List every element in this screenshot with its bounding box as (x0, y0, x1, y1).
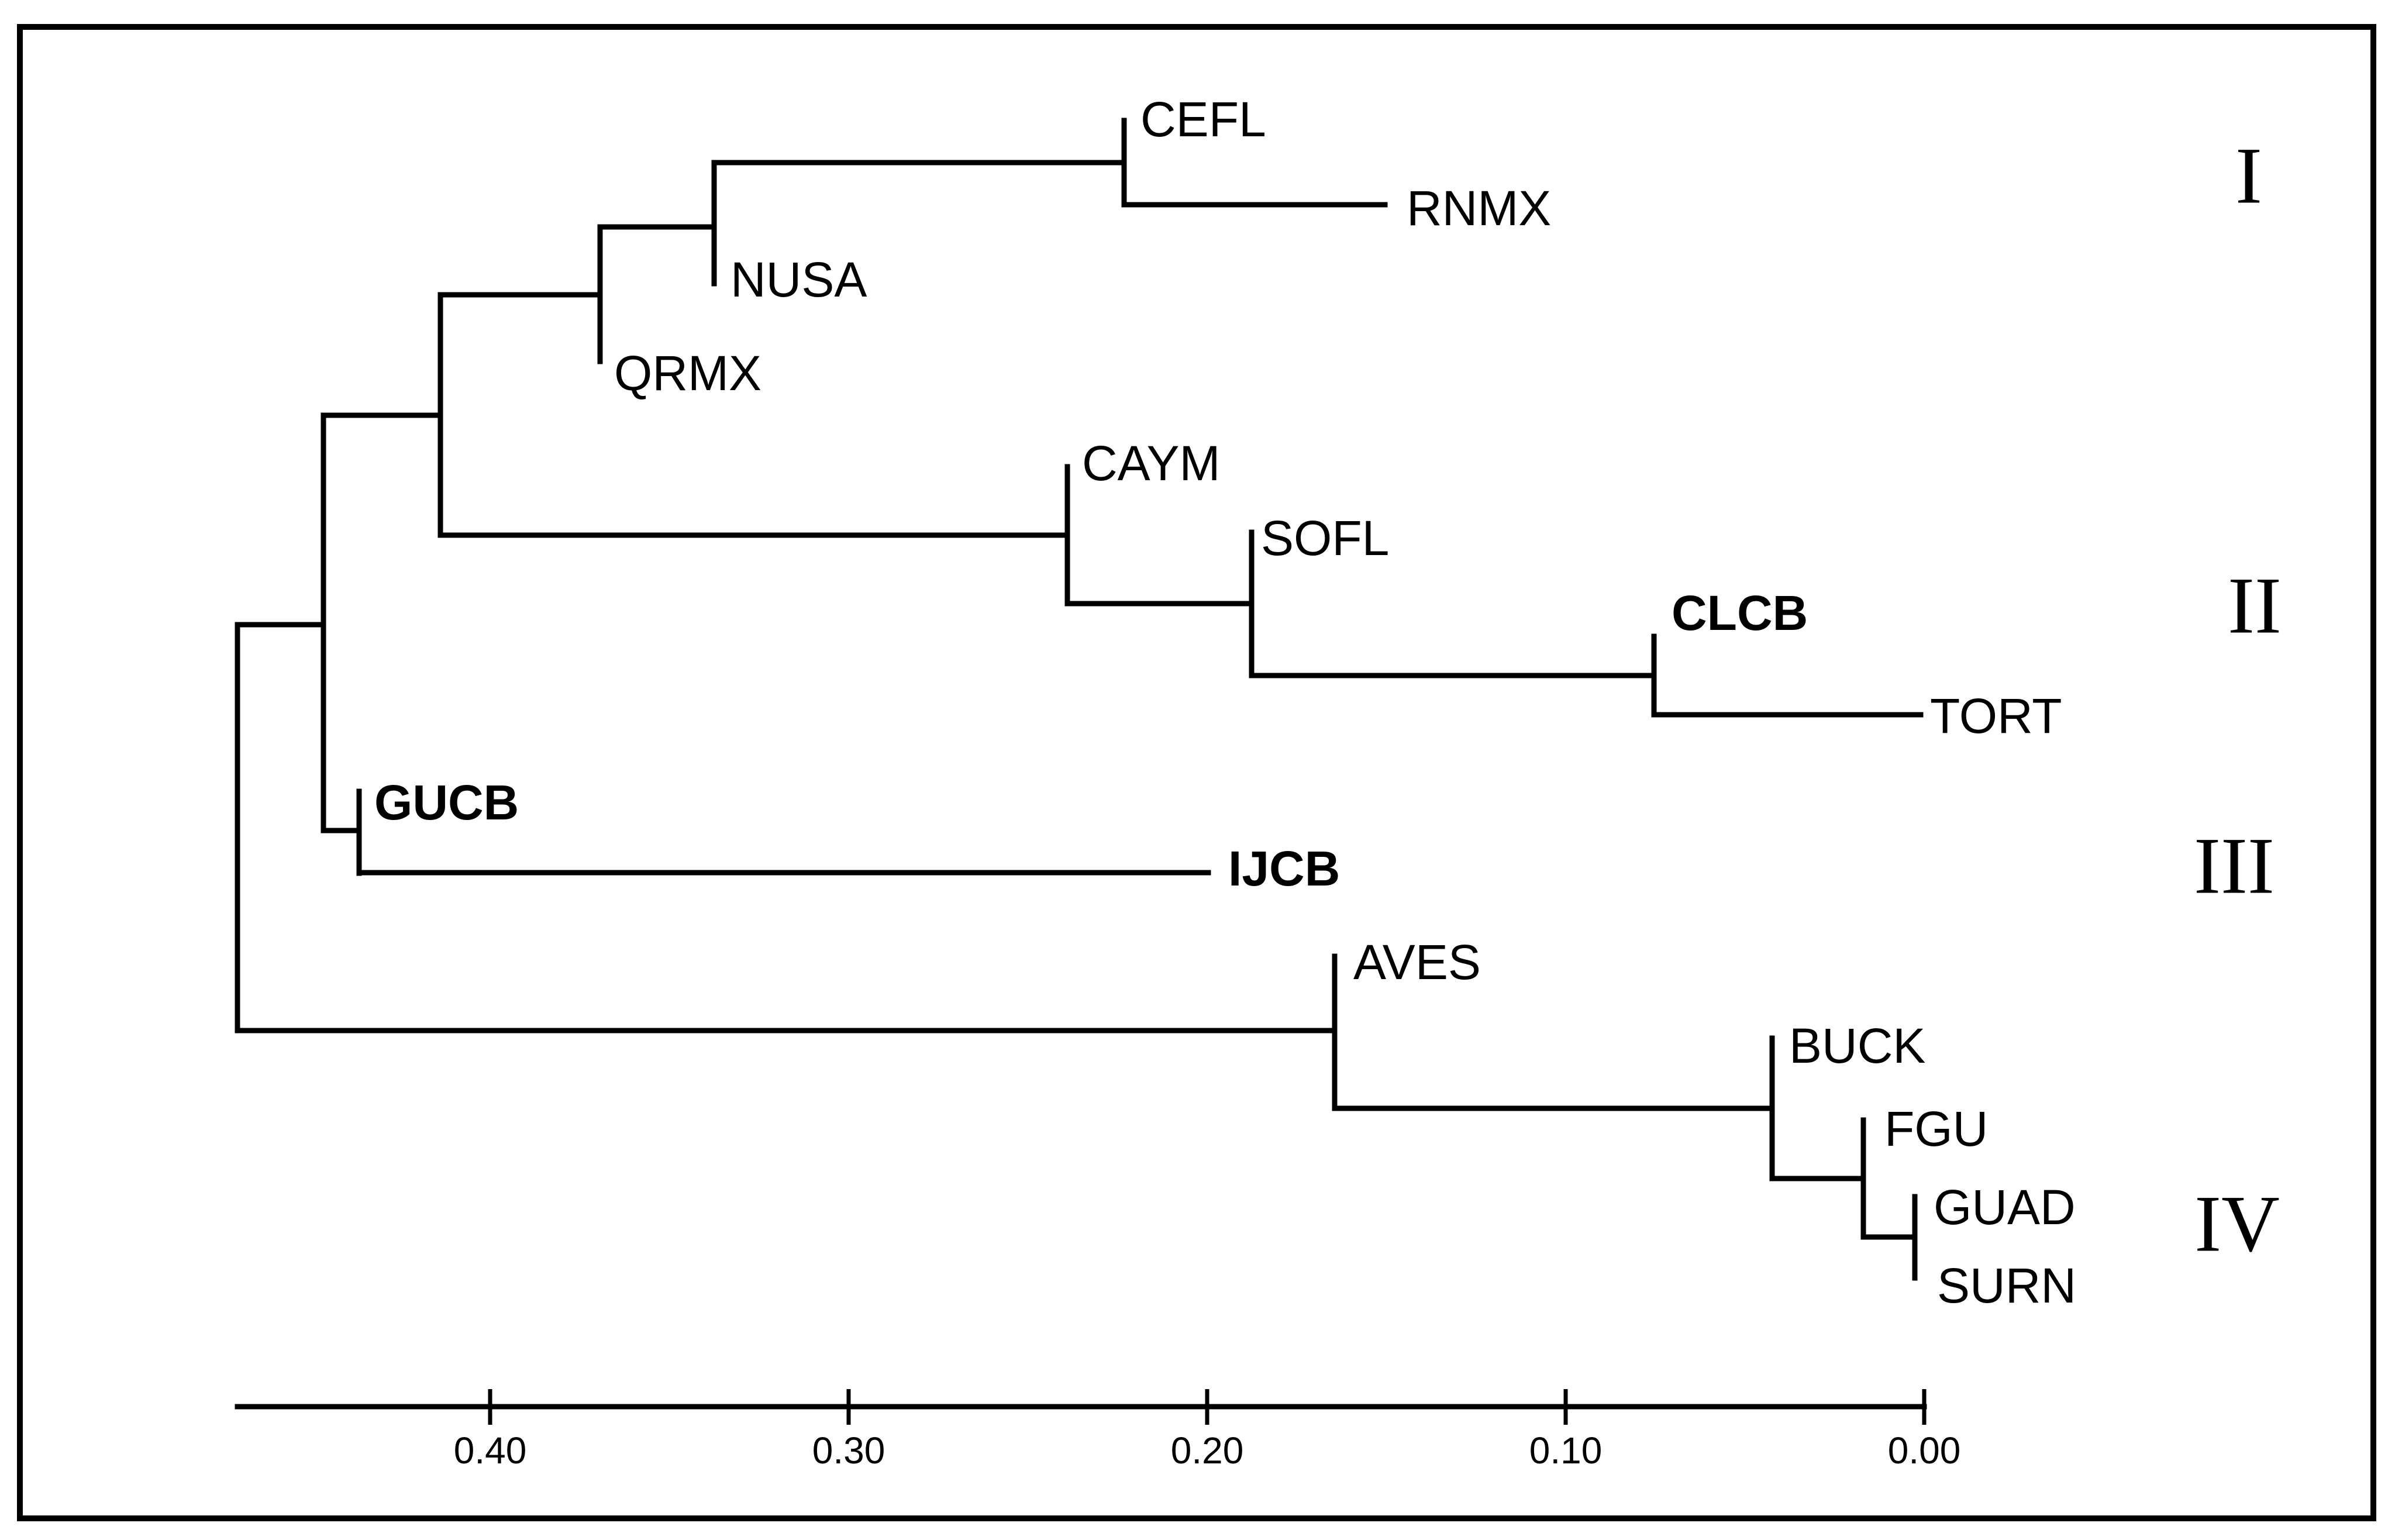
tip-label-RNMX: RNMX (1407, 181, 1551, 236)
scale-bar-layer: 0.40 0.30 0.20 0.10 0.00 (235, 1389, 1961, 1472)
tip-label-CEFL: CEFL (1140, 92, 1266, 147)
tip-label-AVES: AVES (1353, 935, 1481, 990)
figure-border (17, 24, 2376, 1521)
tip-label-NUSA: NUSA (730, 252, 867, 307)
tip-labels-layer: CEFL RNMX NUSA QRMX CAYM SOFL CLCB TORT GUCB IJCB… (374, 92, 2076, 1313)
scale-tick-label-0.30: 0.30 (812, 1429, 885, 1472)
tree-branches-layer (235, 118, 1924, 1281)
tip-label-BUCK: BUCK (1789, 1018, 1925, 1073)
scale-tick-label-0.20: 0.20 (1171, 1429, 1244, 1472)
clade-label-II: II (2228, 561, 2282, 650)
scale-tick-label-0.10: 0.10 (1529, 1429, 1603, 1472)
tip-label-CAYM: CAYM (1082, 436, 1220, 491)
tip-label-GUAD: GUAD (1934, 1180, 2076, 1235)
scale-tick-label-0.00: 0.00 (1888, 1429, 1961, 1472)
clade-label-IV: IV (2194, 1179, 2280, 1269)
clade-label-III: III (2194, 821, 2275, 911)
tip-label-IJCB: IJCB (1228, 841, 1340, 896)
tip-label-FGU: FGU (1884, 1101, 1988, 1156)
clade-label-I: I (2235, 131, 2262, 221)
tip-label-QRMX: QRMX (614, 346, 761, 401)
tip-label-CLCB: CLCB (1672, 585, 1808, 640)
figure-border-layer (17, 24, 2376, 1521)
scale-tick-label-0.40: 0.40 (454, 1429, 527, 1472)
tip-label-SURN: SURN (1937, 1258, 2076, 1313)
tip-label-GUCB: GUCB (374, 775, 519, 830)
tip-label-TORT: TORT (1930, 688, 2062, 743)
tip-label-SOFL: SOFL (1261, 511, 1389, 566)
